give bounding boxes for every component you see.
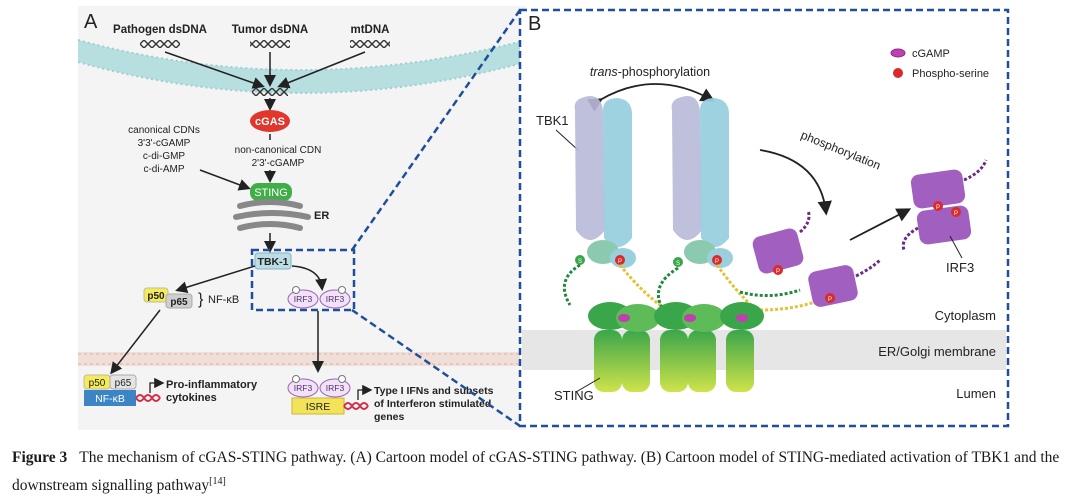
svg-text:P: P (618, 259, 622, 265)
region-er-golgi-membrane: ER/Golgi membrane (878, 344, 996, 359)
p65-shape (109, 374, 137, 390)
zoom-connector (351, 308, 521, 428)
legend-cgamp: cGAMP (912, 48, 950, 60)
region-lumen: Lumen (956, 386, 996, 401)
svg-text:P: P (954, 211, 958, 217)
svg-text:P: P (776, 269, 780, 275)
serine-icon (673, 257, 683, 267)
irf3-shape (319, 289, 351, 309)
svg-text:S: S (676, 261, 680, 267)
irf3-label: IRF3 (294, 294, 313, 304)
brace: } (198, 291, 204, 308)
irf3-monomer: P (808, 258, 882, 307)
nfkb-box-label: NF-κB (95, 393, 125, 405)
zoom-connector (350, 9, 522, 251)
sting-shape (250, 183, 292, 201)
nfkb-output-line1: Pro-inflammatory (166, 379, 258, 391)
caption-label: Figure 3 (12, 449, 68, 466)
cell-membrane (78, 40, 526, 93)
dna-helix-icon (140, 40, 180, 48)
noncanonical-cdn-label: non-canonical CDN (235, 145, 322, 156)
svg-text:P: P (936, 205, 940, 211)
mtdna-label: mtDNA (351, 24, 390, 36)
nfkb-box (84, 390, 136, 406)
p65-label: p65 (170, 297, 188, 308)
irf3-label: IRF3 (326, 294, 345, 304)
p65-shape (165, 293, 193, 309)
dna-helix-icon (250, 40, 290, 48)
region-cytoplasm: Cytoplasm (935, 308, 996, 323)
irf-output-line2: of Interferon stimulated (374, 398, 491, 410)
canonical-cdn-item: c-di-GMP (143, 151, 186, 162)
legend-phospho-serine: Phospho-serine (912, 68, 989, 80)
nfkb-complex-label: NF-κB (208, 294, 239, 306)
phospho-serine-icon (712, 255, 722, 265)
p65-label: p65 (115, 378, 132, 389)
p50-label: p50 (89, 378, 106, 389)
irf3-monomer: P (752, 209, 811, 275)
svg-text:P: P (715, 259, 719, 265)
tbk1-label: TBK-1 (258, 256, 289, 268)
canonical-cdn-label: canonical CDNs (128, 125, 200, 136)
isre-label: ISRE (306, 401, 331, 413)
sting-dimers (588, 302, 764, 392)
phospho-icon (292, 286, 300, 294)
phospho-icon (292, 375, 300, 383)
er-label: ER (314, 210, 329, 222)
cgas-label: cGAS (255, 116, 285, 128)
canonical-cdn-item: c-di-AMP (143, 164, 184, 175)
tbk1-dimer-left (574, 96, 636, 268)
irf3-label: IRF3 (294, 383, 313, 393)
phospho-serine-icon (615, 255, 625, 265)
tbk1-label: TBK1 (536, 113, 569, 128)
zoom-region (250, 248, 356, 312)
serine-icon (575, 255, 585, 265)
sting-label: STING (254, 187, 288, 199)
panel-b-letter: B (528, 13, 541, 35)
sting-label: STING (554, 388, 594, 403)
dna-helix-icon (252, 88, 288, 96)
phospho-icon (338, 286, 346, 294)
phospho-serine-icon (893, 68, 903, 78)
nfkb-output-line2: cytokines (166, 392, 217, 404)
panel-b: B cGAMP Phospho-serine trans-phosphoryla… (518, 8, 1010, 428)
phospho-icon (338, 375, 346, 383)
noncanonical-cdn-item: 2'3'-cGAMP (252, 158, 305, 169)
pathogen-dsdna-label: Pathogen dsDNA (113, 24, 207, 36)
svg-text:S: S (578, 259, 582, 265)
panel-a-letter: A (84, 11, 98, 33)
trans-phosphorylation-label: trans-phosphorylation (590, 65, 710, 79)
caption-ref: [14] (209, 476, 226, 487)
irf3-dimer: P P (901, 159, 988, 251)
irf3-shape (287, 289, 319, 309)
irf3-label: IRF3 (946, 260, 974, 275)
er-icon (233, 199, 311, 231)
panel-a: A Pathogen dsDNA Tumor dsDNA mtDNA cGAS … (77, 6, 527, 430)
p50-label: p50 (147, 291, 165, 302)
cgamp-icon (890, 48, 906, 58)
irf3-label: IRF3 (326, 383, 345, 393)
irf3-shape (287, 378, 319, 398)
nuclear-membrane (78, 352, 526, 366)
tbk1-dimer-right (671, 96, 733, 268)
svg-text:P: P (828, 297, 832, 303)
cgas-shape (250, 110, 290, 132)
caption-text: The mechanism of cGAS-STING pathway. (A)… (12, 449, 1060, 495)
tumor-dsdna-label: Tumor dsDNA (232, 24, 308, 36)
irf-output-line1: Type I IFNs and subsets (374, 385, 494, 397)
canonical-cdn-item: 3'3'-cGAMP (138, 138, 191, 149)
tbk1-shape (254, 252, 292, 270)
dna-helix-icon (350, 40, 390, 48)
irf-output-line3: genes (374, 411, 405, 423)
irf3-shape (319, 378, 351, 398)
